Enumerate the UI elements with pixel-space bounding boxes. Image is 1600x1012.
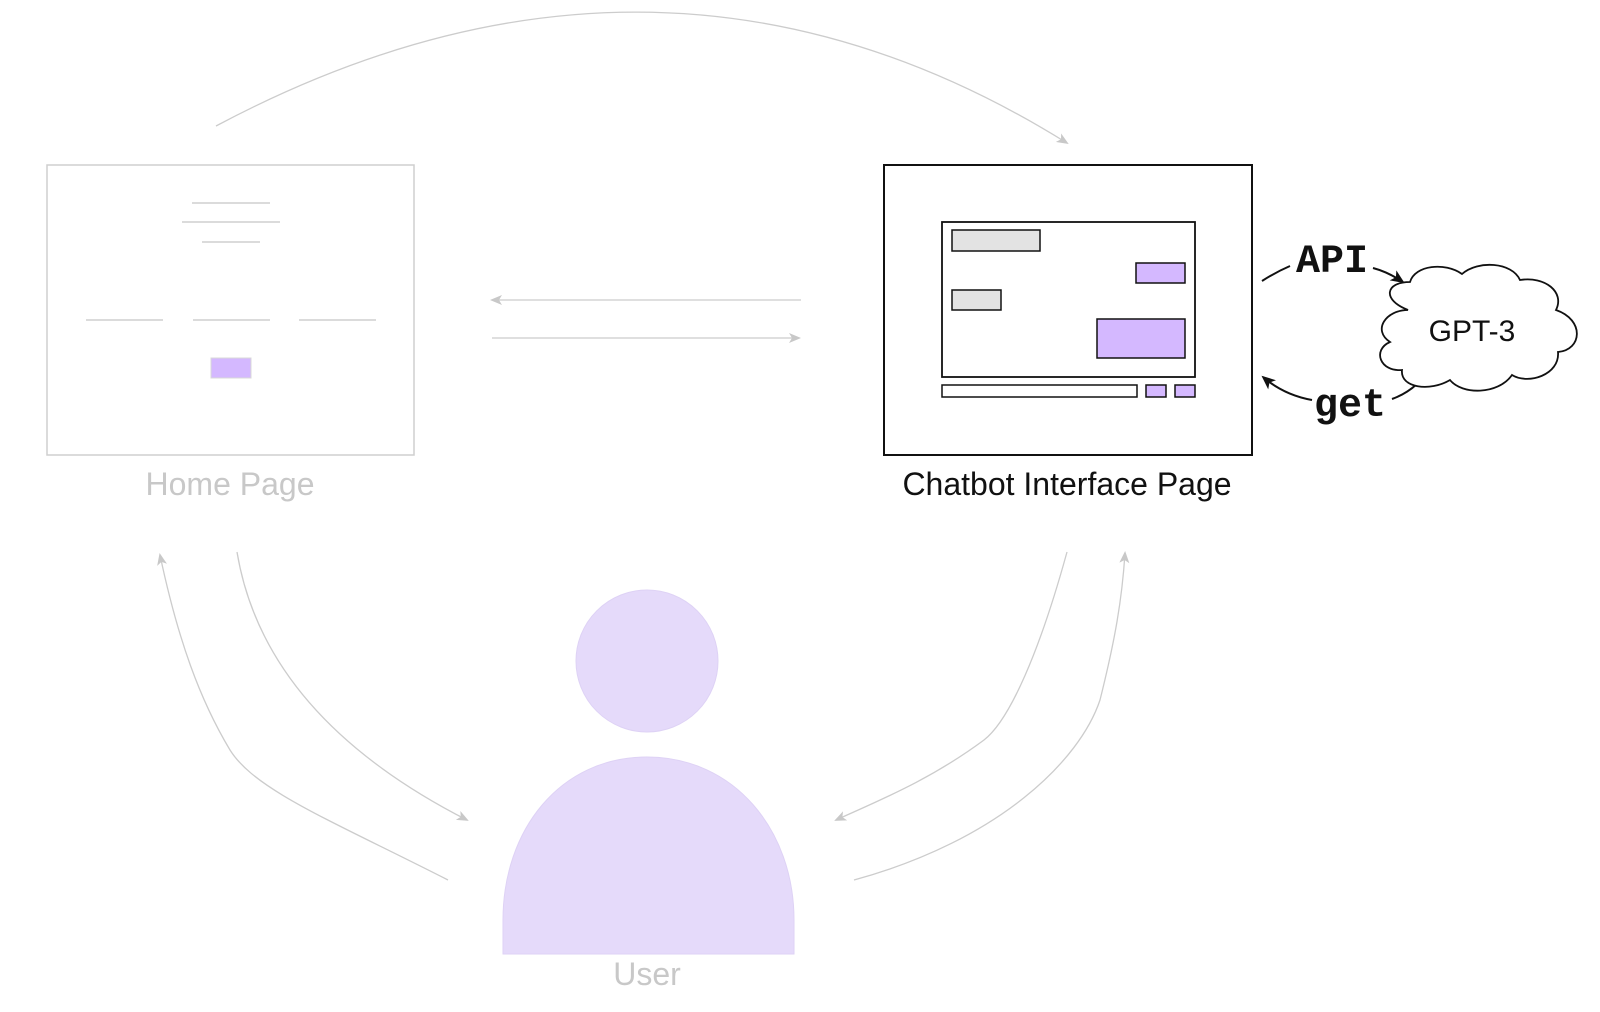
home-page-label: Home Page bbox=[146, 466, 315, 502]
user-label: User bbox=[613, 956, 681, 992]
gpt3-cloud bbox=[1379, 263, 1578, 392]
user-body bbox=[502, 756, 795, 955]
bot-message-bubble-2 bbox=[951, 289, 1002, 311]
user-head bbox=[575, 589, 719, 733]
edge-get-curve-right bbox=[1391, 383, 1418, 400]
edge-home-to-user bbox=[236, 551, 469, 821]
gpt3-label: GPT-3 bbox=[1429, 315, 1516, 348]
home-page-node bbox=[46, 164, 415, 456]
chat-input-field bbox=[941, 384, 1138, 398]
user-node bbox=[502, 589, 795, 955]
home-page-frame bbox=[46, 164, 415, 456]
chat-extra-button bbox=[1174, 384, 1196, 398]
bot-message-bubble-1 bbox=[951, 229, 1041, 252]
user-message-bubble-2 bbox=[1096, 318, 1186, 359]
edge-get-arrow bbox=[1261, 375, 1313, 401]
user-message-bubble-1 bbox=[1135, 262, 1186, 284]
chatbot-page-node bbox=[883, 164, 1253, 456]
home-start-button bbox=[210, 357, 252, 379]
api-label: API bbox=[1296, 240, 1368, 285]
edge-user-to-home bbox=[157, 553, 449, 881]
edge-chatbot-to-user bbox=[834, 551, 1068, 821]
chat-send-button bbox=[1145, 384, 1167, 398]
chatbot-page-label: Chatbot Interface Page bbox=[902, 466, 1231, 502]
edge-api-arrow bbox=[1372, 267, 1405, 284]
edge-user-to-chatbot bbox=[853, 551, 1130, 881]
edge-home-to-chatbot-arc bbox=[215, 11, 1069, 145]
get-label: get bbox=[1314, 384, 1386, 429]
edge-api-curve-left bbox=[1261, 265, 1291, 282]
